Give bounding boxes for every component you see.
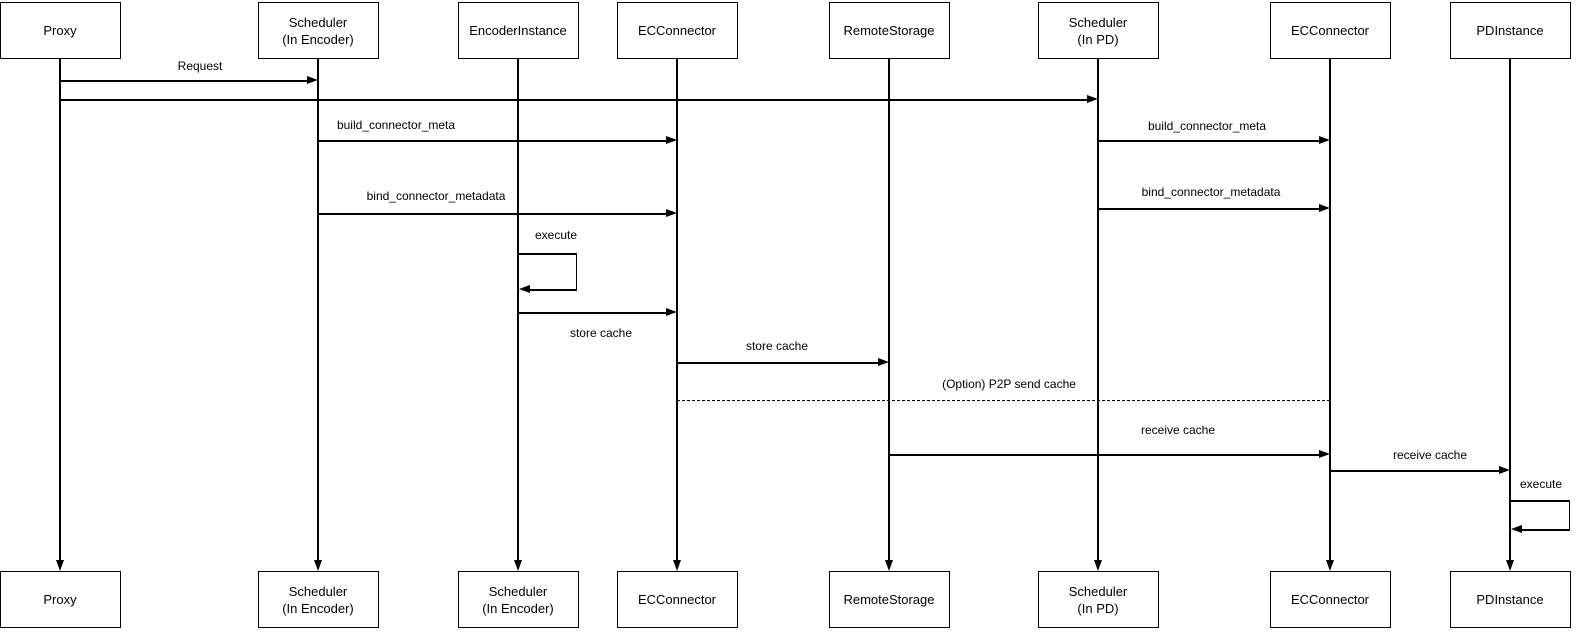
message-line-receive-cache-pd-instance xyxy=(1330,470,1500,472)
message-line-request xyxy=(60,80,308,82)
message-arrowhead-bind-connector-metadata-pd xyxy=(1319,204,1330,213)
lifeline-proxy xyxy=(59,59,61,561)
actor-top-box-ec-connector-encoder: ECConnector xyxy=(616,2,738,59)
message-label-build-connector-meta-encoder: build_connector_meta xyxy=(334,118,458,132)
message-line-receive-cache-connector xyxy=(889,454,1320,456)
actor-top-box-scheduler-in-pd: Scheduler (In PD) xyxy=(1037,2,1159,59)
message-arrowhead-build-connector-meta-pd xyxy=(1319,136,1330,145)
message-label-receive-cache-pd-instance: receive cache xyxy=(1390,448,1470,462)
lifeline-encoder-instance xyxy=(517,59,519,561)
message-label-bind-connector-metadata-pd: bind_connector_metadata xyxy=(1139,185,1283,199)
message-label-build-connector-meta-pd: build_connector_meta xyxy=(1145,119,1269,133)
lifeline-scheduler-in-pd xyxy=(1097,59,1099,561)
message-line-build-connector-meta-encoder xyxy=(318,140,667,142)
message-line-request-to-scheduler-pd xyxy=(60,99,1088,101)
message-label-store-cache-remote-storage: store cache xyxy=(743,339,811,353)
actor-bottom-box-pd-instance: PDInstance xyxy=(1449,571,1571,628)
actor-bottom-box-encoder-instance: Scheduler (In Encoder) xyxy=(457,571,579,628)
lifeline-arrowhead-ec-connector-encoder xyxy=(672,560,681,571)
message-label-execute-encoder: execute xyxy=(532,228,580,242)
self-loop-arrowhead-execute-pd xyxy=(1511,525,1522,534)
message-line-p2p-send-cache xyxy=(677,400,1330,401)
actor-top-box-proxy: Proxy xyxy=(0,2,121,59)
lifeline-scheduler-in-encoder xyxy=(317,59,319,561)
lifeline-ec-connector-pd xyxy=(1329,59,1331,561)
lifeline-arrowhead-proxy xyxy=(55,560,64,571)
lifeline-pd-instance xyxy=(1509,59,1511,561)
message-label-request: Request xyxy=(175,59,225,73)
message-arrowhead-receive-cache-pd-instance xyxy=(1499,466,1510,475)
message-line-bind-connector-metadata-pd xyxy=(1098,208,1320,210)
message-label-receive-cache-connector: receive cache xyxy=(1138,423,1218,437)
lifeline-arrowhead-scheduler-in-pd xyxy=(1093,560,1102,571)
self-loop-arrowhead-execute-encoder xyxy=(519,285,530,294)
actor-bottom-box-scheduler-in-pd: Scheduler (In PD) xyxy=(1037,571,1159,628)
self-loop-bottom-execute-pd xyxy=(1521,529,1570,531)
actor-top-box-remote-storage: RemoteStorage xyxy=(828,2,950,59)
message-arrowhead-build-connector-meta-encoder xyxy=(666,136,677,145)
message-label-store-cache-connector: store cache xyxy=(567,326,635,340)
actor-bottom-box-ec-connector-pd: ECConnector xyxy=(1269,571,1391,628)
actor-bottom-box-ec-connector-encoder: ECConnector xyxy=(616,571,738,628)
message-arrowhead-store-cache-connector xyxy=(666,308,677,317)
lifeline-arrowhead-scheduler-in-encoder xyxy=(313,560,322,571)
actor-top-box-ec-connector-pd: ECConnector xyxy=(1269,2,1391,59)
message-arrowhead-bind-connector-metadata-encoder xyxy=(666,209,677,218)
self-loop-right-execute-encoder xyxy=(575,253,577,291)
lifeline-remote-storage xyxy=(888,59,890,561)
message-arrowhead-store-cache-remote-storage xyxy=(878,358,889,367)
self-loop-right-execute-pd xyxy=(1568,500,1570,531)
lifeline-ec-connector-encoder xyxy=(676,59,678,561)
message-label-execute-pd: execute xyxy=(1517,477,1565,491)
actor-bottom-box-scheduler-in-encoder: Scheduler (In Encoder) xyxy=(257,571,379,628)
lifeline-arrowhead-remote-storage xyxy=(884,560,893,571)
actor-top-box-encoder-instance: EncoderInstance xyxy=(457,2,579,59)
lifeline-arrowhead-pd-instance xyxy=(1505,560,1514,571)
lifeline-arrowhead-ec-connector-pd xyxy=(1325,560,1334,571)
message-label-p2p-send-cache: (Option) P2P send cache xyxy=(940,377,1078,391)
message-line-store-cache-connector xyxy=(518,312,667,314)
actor-top-box-scheduler-in-encoder: Scheduler (In Encoder) xyxy=(257,2,379,59)
message-arrowhead-receive-cache-connector xyxy=(1319,450,1330,459)
self-loop-top-execute-pd xyxy=(1510,500,1570,502)
message-line-bind-connector-metadata-encoder xyxy=(318,213,667,215)
actor-bottom-box-remote-storage: RemoteStorage xyxy=(828,571,950,628)
actor-top-box-pd-instance: PDInstance xyxy=(1449,2,1571,59)
message-arrowhead-request-to-scheduler-pd xyxy=(1087,95,1098,104)
message-arrowhead-request xyxy=(307,76,318,85)
lifeline-arrowhead-encoder-instance xyxy=(513,560,522,571)
self-loop-bottom-execute-encoder xyxy=(529,289,577,291)
message-line-build-connector-meta-pd xyxy=(1098,140,1320,142)
self-loop-top-execute-encoder xyxy=(518,253,577,255)
message-label-bind-connector-metadata-encoder: bind_connector_metadata xyxy=(364,189,508,203)
message-line-store-cache-remote-storage xyxy=(677,362,879,364)
actor-bottom-box-proxy: Proxy xyxy=(0,571,121,628)
